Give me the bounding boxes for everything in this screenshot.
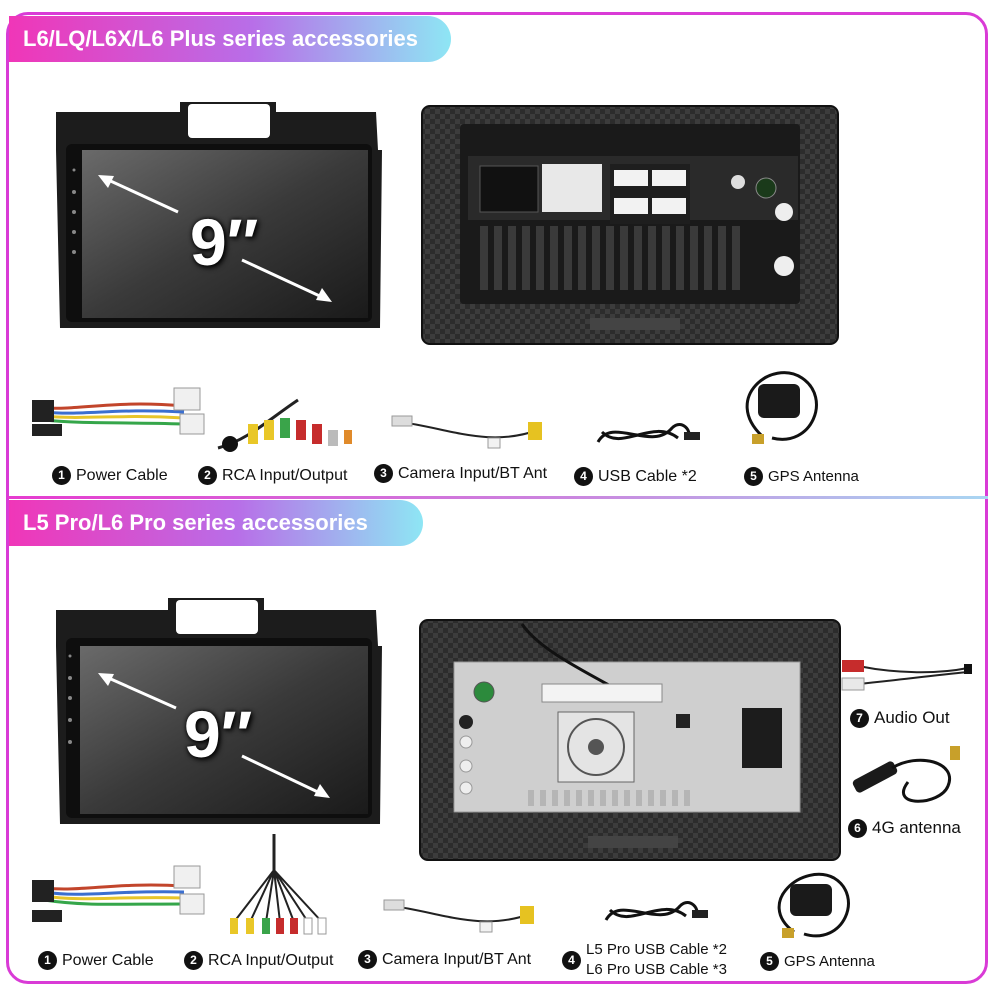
accessory-caption-power-cable: 1 Power Cable <box>52 466 168 485</box>
accessory-label: Audio Out <box>874 708 950 727</box>
screen-size-label: 9″ <box>190 205 259 279</box>
accessory-label: USB Cable *2 <box>598 467 697 485</box>
number-badge: 5 <box>744 467 763 486</box>
accessory-label: GPS Antenna <box>768 468 859 485</box>
accessory-caption-usb: 4 L5 Pro USB Cable *2 L6 Pro USB Cable *… <box>562 940 727 980</box>
number-badge: 1 <box>38 951 57 970</box>
accessory-label: RCA Input/Output <box>222 466 348 484</box>
number-badge: 2 <box>198 466 217 485</box>
accessory-label: Camera Input/BT Ant <box>382 950 532 968</box>
audio-out-cable-image <box>838 654 976 700</box>
accessory-label-line-1: L5 Pro USB Cable *2 <box>586 941 727 958</box>
accessory-label: RCA Input/Output <box>208 951 334 969</box>
power-cable-image <box>24 380 206 452</box>
accessory-label: Power Cable <box>62 951 154 969</box>
section-2-title: L5 Pro/L6 Pro series accessories <box>9 500 423 546</box>
accessory-caption-gps: 5 GPS Antenna <box>760 952 875 971</box>
accessory-caption-audio-out: 7 Audio Out <box>850 708 950 728</box>
accessory-label-line-2: L6 Pro USB Cable *3 <box>586 961 727 978</box>
rca-cable-image <box>214 830 334 942</box>
accessory-caption-power-cable: 1 Power Cable <box>38 951 154 970</box>
number-badge: 7 <box>850 708 869 728</box>
number-badge: 4 <box>574 467 593 486</box>
head-unit-front-image: 9″ <box>52 100 384 332</box>
accessory-caption-rca: 2 RCA Input/Output <box>184 951 333 970</box>
usb-cable-image <box>600 890 712 934</box>
accessory-label-two-line: L5 Pro USB Cable *2 L6 Pro USB Cable *3 <box>586 940 727 980</box>
power-cable-image <box>24 858 206 936</box>
number-badge: 6 <box>848 818 867 838</box>
number-badge: 3 <box>358 950 377 969</box>
accessory-caption-usb: 4 USB Cable *2 <box>574 467 697 486</box>
number-badge: 4 <box>562 950 581 970</box>
accessory-caption-4g: 6 4G antenna <box>848 818 961 838</box>
camera-cable-image <box>388 408 560 458</box>
camera-cable-image <box>380 892 552 942</box>
accessory-caption-camera: 3 Camera Input/BT Ant <box>374 464 547 483</box>
accessory-label: GPS Antenna <box>784 953 875 970</box>
usb-cable-image <box>592 412 704 454</box>
accessory-label: 4G antenna <box>872 818 961 837</box>
accessory-caption-camera: 3 Camera Input/BT Ant <box>358 950 531 969</box>
rca-cable-image <box>208 380 368 460</box>
head-unit-rear-image <box>418 618 842 862</box>
number-badge: 5 <box>760 952 779 971</box>
accessory-label: Power Cable <box>76 466 168 484</box>
number-badge: 2 <box>184 951 203 970</box>
accessory-caption-gps: 5 GPS Antenna <box>744 467 859 486</box>
4g-antenna-image <box>848 742 972 812</box>
head-unit-front-image: 9″ <box>52 596 382 828</box>
number-badge: 1 <box>52 466 71 485</box>
gps-antenna-image <box>764 862 874 952</box>
section-divider <box>8 496 988 499</box>
section-1-title: L6/LQ/L6X/L6 Plus series accessories <box>9 16 451 62</box>
number-badge: 3 <box>374 464 393 483</box>
gps-antenna-image <box>732 358 842 458</box>
screen-size-label: 9″ <box>184 697 253 771</box>
accessory-label: Camera Input/BT Ant <box>398 464 548 482</box>
accessory-caption-rca: 2 RCA Input/Output <box>198 466 347 485</box>
head-unit-rear-image <box>420 104 840 346</box>
